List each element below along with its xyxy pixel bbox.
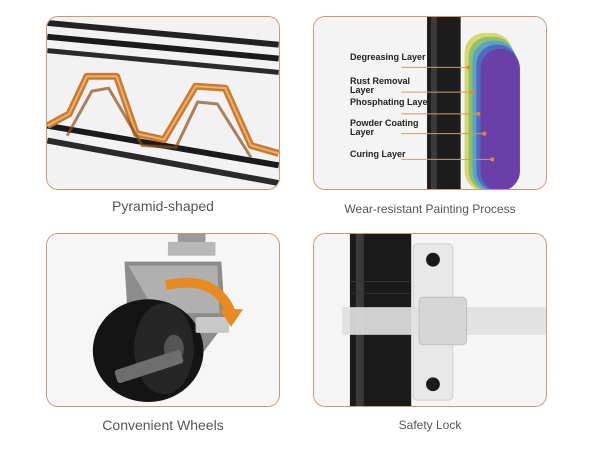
pyramid-wire-photo [46, 16, 280, 190]
caster-wheel-illustration [47, 234, 279, 406]
coating-layers [464, 32, 520, 189]
wheel-photo [46, 233, 280, 407]
caption-pyramid-shaped: Pyramid-shaped [112, 198, 214, 214]
layer-label-phosphating: Phosphating Layer [350, 97, 432, 107]
caption-safety-lock: Safety Lock [398, 418, 462, 432]
caption-convenient-wheels: Convenient Wheels [102, 417, 224, 433]
layer-label-curing: Curing Layer [350, 149, 406, 159]
layer-label-powder-coating: Powder Coating Layer [350, 118, 419, 137]
layer-label-rust-removal: Rust Removal Layer [350, 76, 411, 95]
pyramid-wire-illustration [47, 17, 279, 189]
caption-painting-process: Wear-resistant Painting Process [344, 202, 516, 216]
safety-lock-photo [313, 233, 547, 407]
painting-process-photo: Degreasing Layer Rust Removal Layer Phos… [313, 16, 547, 190]
painting-layers-illustration [314, 17, 546, 189]
safety-lock-illustration [314, 234, 546, 406]
layer-label-degreasing: Degreasing Layer [350, 52, 426, 62]
